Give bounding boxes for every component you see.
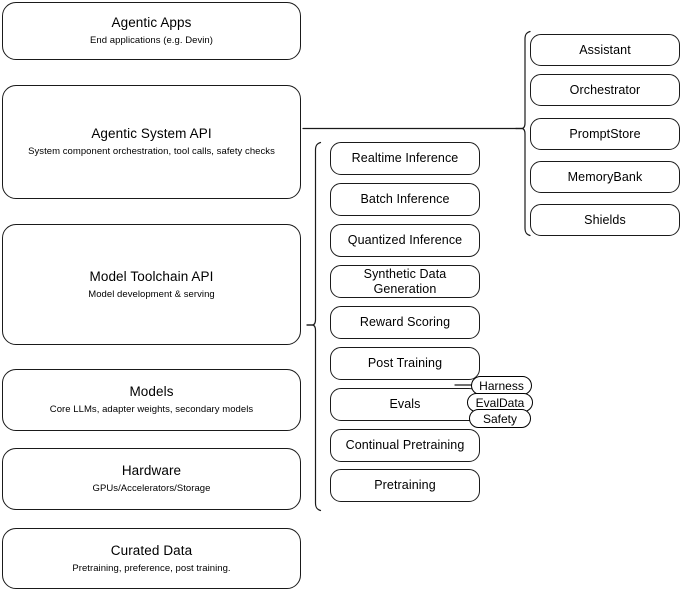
capability-label: Pretraining — [374, 478, 436, 492]
capability-label: Realtime Inference — [351, 151, 459, 165]
agentic-component-label: Orchestrator — [569, 82, 641, 97]
evals-tag-safety[interactable]: Safety — [469, 409, 531, 428]
capability-label: Evals — [389, 397, 421, 411]
agentic-component-label: PromptStore — [569, 126, 641, 141]
layer-subtitle: System component orchestration, tool cal… — [28, 146, 275, 157]
brace-agentic-components-bottom — [515, 127, 531, 237]
layer-model-toolchain-api[interactable]: Model Toolchain API Model development & … — [2, 224, 301, 345]
layer-agentic-system-api[interactable]: Agentic System API System component orch… — [2, 85, 301, 199]
evals-tag-evaldata[interactable]: EvalData — [467, 393, 533, 412]
agentic-component-memorybank[interactable]: MemoryBank — [530, 161, 680, 193]
capability-label: Batch Inference — [360, 192, 450, 206]
agentic-component-assistant[interactable]: Assistant — [530, 34, 680, 66]
layer-subtitle: GPUs/Accelerators/Storage — [92, 483, 211, 494]
layer-subtitle: End applications (e.g. Devin) — [90, 35, 213, 46]
brace-toolchain-capabilities-bottom — [306, 324, 322, 512]
layer-models[interactable]: Models Core LLMs, adapter weights, secon… — [2, 369, 301, 431]
evals-tag-label: Safety — [482, 411, 518, 426]
layer-title: Models — [129, 384, 174, 399]
capability-label: Reward Scoring — [359, 315, 451, 329]
capability-continual-pretraining[interactable]: Continual Pretraining — [330, 429, 480, 462]
agentic-component-label: MemoryBank — [567, 169, 643, 184]
evals-tag-label: Harness — [479, 378, 524, 393]
capability-label: Continual Pretraining — [345, 438, 465, 452]
capability-batch-inference[interactable]: Batch Inference — [330, 183, 480, 216]
capability-reward-scoring[interactable]: Reward Scoring — [330, 306, 480, 339]
layer-curated-data[interactable]: Curated Data Pretraining, preference, po… — [2, 528, 301, 589]
layer-title: Hardware — [121, 463, 182, 478]
evals-tag-harness[interactable]: Harness — [471, 376, 532, 395]
capability-label: Quantized Inference — [347, 233, 463, 247]
brace-agentic-components-top — [515, 30, 531, 130]
layer-subtitle: Core LLMs, adapter weights, secondary mo… — [49, 404, 254, 415]
capability-post-training[interactable]: Post Training — [330, 347, 480, 380]
brace-toolchain-capabilities-top — [306, 141, 322, 326]
capability-evals[interactable]: Evals — [330, 388, 480, 421]
capability-label: Synthetic Data Generation — [363, 266, 447, 296]
capability-realtime-inference[interactable]: Realtime Inference — [330, 142, 480, 175]
layer-agentic-apps[interactable]: Agentic Apps End applications (e.g. Devi… — [2, 2, 301, 60]
layer-title: Agentic System API — [91, 126, 212, 141]
agentic-component-promptstore[interactable]: PromptStore — [530, 118, 680, 150]
agentic-component-label: Assistant — [579, 42, 631, 57]
agentic-component-shields[interactable]: Shields — [530, 204, 680, 236]
layer-title: Curated Data — [110, 542, 193, 558]
capability-pretraining[interactable]: Pretraining — [330, 469, 480, 502]
layer-subtitle: Pretraining, preference, post training. — [72, 562, 231, 574]
layer-hardware[interactable]: Hardware GPUs/Accelerators/Storage — [2, 448, 301, 510]
layer-subtitle: Model development & serving — [88, 288, 215, 300]
evals-tag-label: EvalData — [475, 395, 525, 410]
capability-label: Post Training — [367, 356, 443, 370]
agentic-component-label: Shields — [584, 212, 626, 227]
agentic-component-orchestrator[interactable]: Orchestrator — [530, 74, 680, 106]
capability-quantized-inference[interactable]: Quantized Inference — [330, 224, 480, 257]
layer-title: Agentic Apps — [111, 15, 192, 30]
capability-synthetic-data-generation[interactable]: Synthetic Data Generation — [330, 265, 480, 298]
layer-title: Model Toolchain API — [89, 268, 214, 284]
